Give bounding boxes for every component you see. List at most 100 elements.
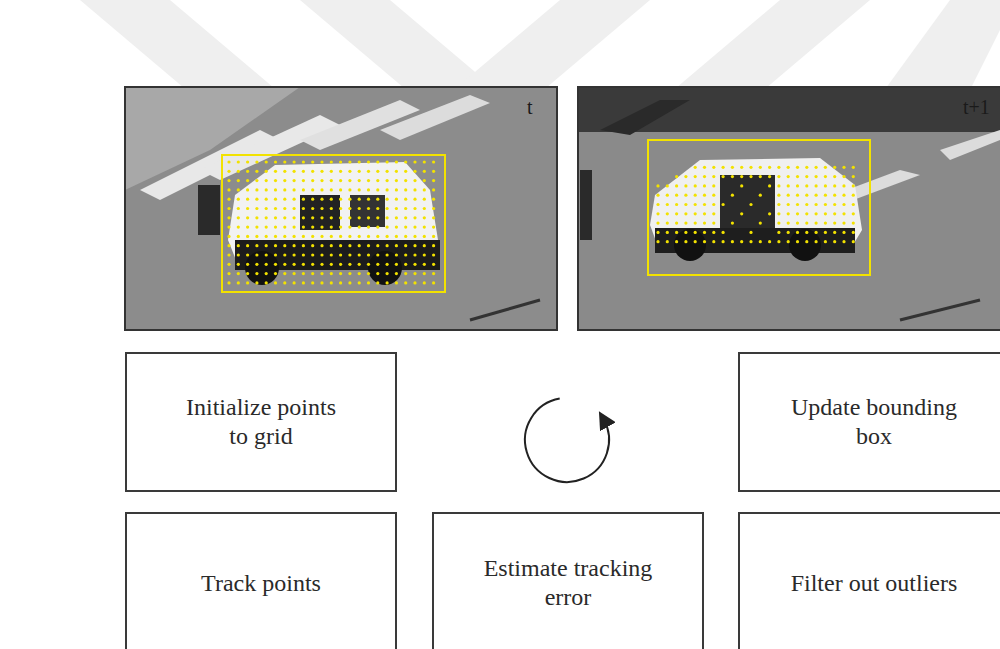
track-point	[395, 263, 398, 266]
track-point	[265, 198, 268, 201]
track-point	[237, 263, 240, 266]
track-point	[265, 272, 268, 275]
track-point	[376, 170, 379, 173]
track-point	[320, 235, 323, 238]
track-point	[796, 212, 799, 215]
track-point	[302, 235, 305, 238]
track-point	[320, 170, 323, 173]
track-point	[712, 240, 715, 243]
track-point	[227, 160, 230, 163]
track-point	[274, 253, 277, 256]
track-point	[255, 272, 258, 275]
track-point	[796, 231, 799, 234]
track-point	[694, 194, 697, 197]
track-point	[302, 198, 305, 201]
track-point	[376, 216, 379, 219]
track-point	[749, 231, 752, 234]
track-point	[330, 207, 333, 210]
track-point	[274, 216, 277, 219]
track-point	[265, 179, 268, 182]
track-point	[423, 160, 426, 163]
track-point	[768, 166, 771, 169]
track-point	[404, 244, 407, 247]
track-point	[852, 240, 855, 243]
track-point	[423, 226, 426, 229]
track-point	[824, 222, 827, 225]
track-point	[395, 216, 398, 219]
track-point	[740, 212, 743, 215]
track-point	[386, 235, 389, 238]
track-point	[703, 231, 706, 234]
track-point	[358, 207, 361, 210]
track-point	[852, 194, 855, 197]
track-point	[404, 170, 407, 173]
track-point	[367, 170, 370, 173]
track-point	[339, 253, 342, 256]
track-point	[423, 170, 426, 173]
track-point	[367, 188, 370, 191]
track-point	[805, 194, 808, 197]
track-point	[255, 226, 258, 229]
track-point	[404, 281, 407, 284]
track-point	[805, 231, 808, 234]
step-label: Initialize points to grid	[176, 393, 346, 451]
track-point	[311, 226, 314, 229]
track-point	[293, 272, 296, 275]
track-point	[246, 216, 249, 219]
track-point	[824, 194, 827, 197]
track-point	[796, 184, 799, 187]
track-point	[246, 207, 249, 210]
track-point	[348, 253, 351, 256]
track-point	[833, 194, 836, 197]
track-point	[833, 212, 836, 215]
track-point	[265, 235, 268, 238]
track-point	[768, 240, 771, 243]
track-point	[666, 222, 669, 225]
track-point	[777, 240, 780, 243]
track-point	[656, 203, 659, 206]
track-point	[283, 244, 286, 247]
track-point	[712, 231, 715, 234]
track-point	[749, 166, 752, 169]
track-point	[246, 235, 249, 238]
track-point	[395, 244, 398, 247]
track-point	[684, 212, 687, 215]
track-point	[759, 194, 762, 197]
track-point	[833, 175, 836, 178]
frame-photo	[578, 87, 1000, 330]
track-point	[358, 235, 361, 238]
track-point	[246, 272, 249, 275]
track-point	[796, 222, 799, 225]
track-point	[293, 198, 296, 201]
track-point	[348, 235, 351, 238]
track-point	[824, 175, 827, 178]
track-point	[302, 179, 305, 182]
track-point	[367, 198, 370, 201]
track-point	[787, 175, 790, 178]
track-point	[404, 235, 407, 238]
track-point	[395, 253, 398, 256]
track-point	[787, 222, 790, 225]
track-point	[386, 170, 389, 173]
track-point	[824, 203, 827, 206]
track-point	[293, 207, 296, 210]
track-point	[330, 253, 333, 256]
track-point	[423, 198, 426, 201]
track-point	[348, 160, 351, 163]
track-point	[302, 253, 305, 256]
track-point	[376, 188, 379, 191]
track-point	[302, 170, 305, 173]
track-point	[796, 166, 799, 169]
track-point	[302, 272, 305, 275]
track-point	[805, 184, 808, 187]
track-point	[423, 179, 426, 182]
track-point	[227, 272, 230, 275]
track-point	[265, 160, 268, 163]
track-point	[339, 244, 342, 247]
track-point	[358, 226, 361, 229]
track-point	[246, 198, 249, 201]
track-point	[824, 231, 827, 234]
track-point	[358, 263, 361, 266]
track-point	[694, 222, 697, 225]
track-point	[722, 166, 725, 169]
